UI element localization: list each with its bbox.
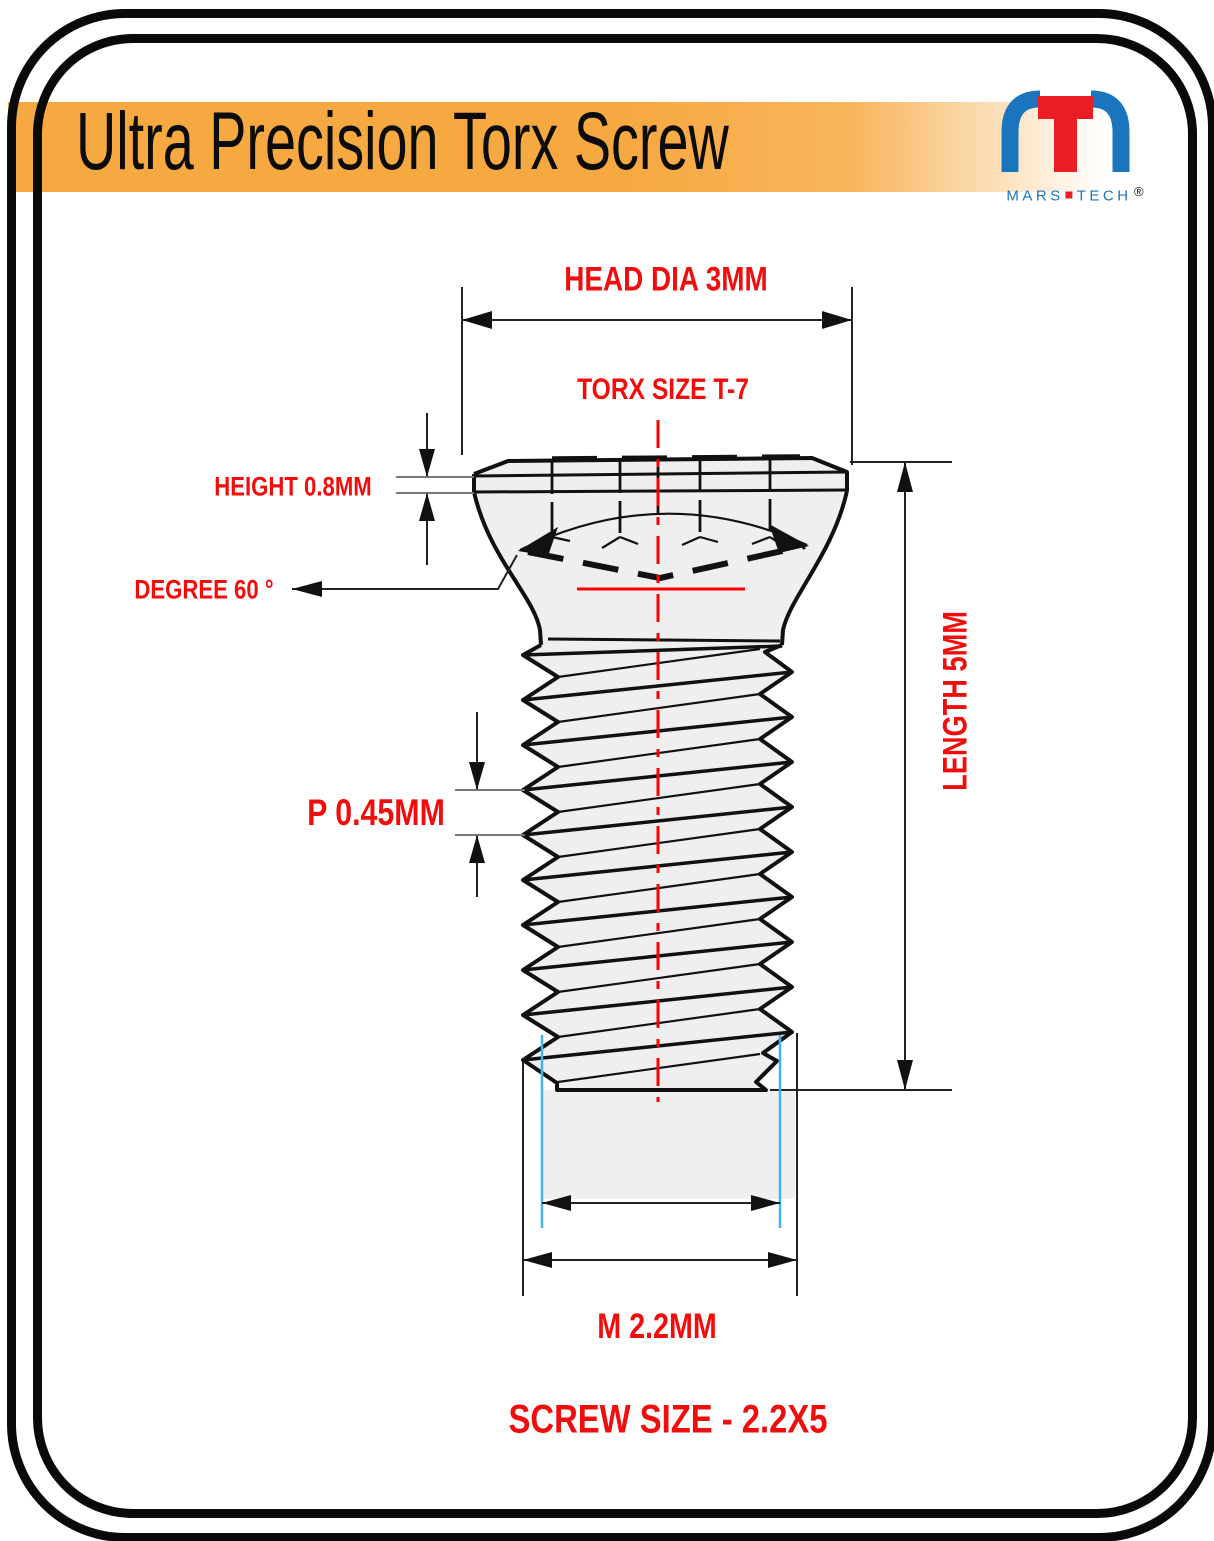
thread-profile [521, 643, 794, 1092]
thread-dia-arrows [523, 1195, 797, 1268]
head-dia-arrows [462, 311, 852, 329]
outer-border [7, 9, 1214, 1541]
marstech-logo-text: MARS TECH [1006, 188, 1131, 205]
marstech-logo-icon [1001, 90, 1130, 172]
pitch-arrows [469, 762, 485, 863]
torx-angle-arrows [518, 524, 809, 556]
height-arrows [419, 449, 435, 521]
logo-tech: TECH [1076, 187, 1132, 205]
length-arrows [897, 462, 913, 1090]
pitch-label: P 0.45MM [307, 792, 445, 833]
centerline [577, 420, 745, 1102]
logo-mars: MARS [1006, 187, 1064, 205]
registered-mark: ® [1134, 184, 1144, 199]
page-title: Ultra Precision Torx Screw [76, 96, 729, 188]
length-dimension [770, 461, 952, 1091]
head-dia-label: HEAD DIA 3MM [564, 260, 768, 299]
minor-dia-extension-lines [540, 1035, 782, 1228]
logo-square-icon [1065, 191, 1073, 199]
outer-dia-extension-lines [522, 1033, 798, 1296]
torx-size-label: TORX SIZE T-7 [577, 373, 749, 406]
screw-size-label: SCREW SIZE - 2.2X5 [508, 1397, 828, 1442]
header-band [8, 102, 1138, 192]
thread-dia-label: M 2.2MM [597, 1307, 717, 1346]
screw-body-fill [474, 458, 847, 1199]
degree-label: DEGREE 60 ° [134, 574, 274, 605]
head-band-lines [473, 470, 848, 643]
height-label: HEIGHT 0.8MM [214, 471, 372, 502]
degree-leader [292, 554, 518, 597]
inner-border [33, 34, 1197, 1518]
head-outline [472, 456, 849, 646]
head-dia-dimension [461, 287, 853, 465]
